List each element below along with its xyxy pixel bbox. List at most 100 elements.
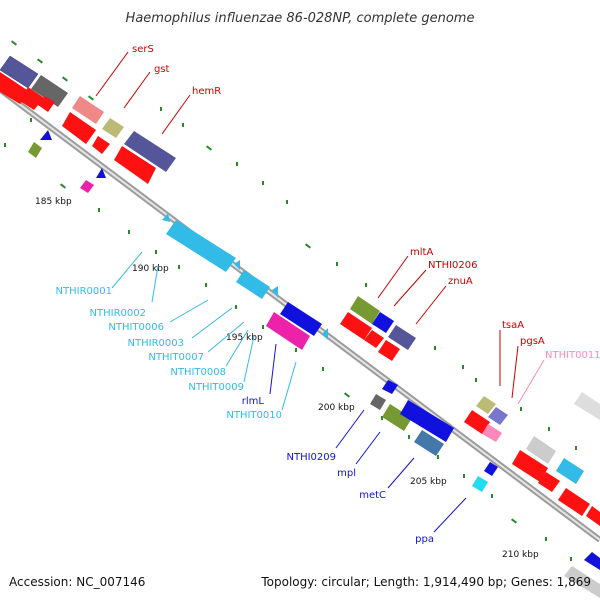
gene-arrow [378,340,400,361]
leader-line [517,359,545,405]
label-NTHIT0009: NTHIT0009 [188,382,244,393]
leader-line [335,409,365,449]
label-rlmL: rlmL [242,396,265,407]
tick-mark [305,243,311,249]
tick-mark [235,305,237,309]
leader-line [225,329,249,367]
label-tsaA: tsaA [502,320,524,331]
label-NTHIT0011: NTHIT0011 [545,350,600,361]
gene-arrow [92,136,110,154]
label-mpl: mpl [337,468,356,479]
gene-arrow [564,566,600,598]
gene-arrow [234,260,240,270]
gene-arrow [464,410,490,434]
gene-arrow [31,75,68,107]
tick-mark [295,348,297,352]
leader-line [377,255,409,299]
tick-mark [344,392,350,398]
tick-marks [4,40,577,561]
gene-arrow [40,130,52,140]
tick-mark [408,435,410,439]
gene-arrow [584,552,600,570]
tick-mark [262,181,264,185]
position-ticks: 185 kbp 190 kbp 195 kbp 200 kbp 205 kbp … [35,197,539,560]
label-metC: metC [359,490,386,501]
tick-mark [336,262,338,266]
tick-label: 195 kbp [226,333,263,343]
leader-line [161,94,191,135]
leader-line [415,285,447,325]
gene-arrow [272,286,278,298]
tick-mark [286,200,288,204]
gene-arrow [484,462,498,476]
label-hemR: hemR [192,86,221,97]
leader-line [269,343,277,395]
gene-arrow [322,328,328,340]
leader-line [387,457,415,489]
map-title: Haemophilus influenzae 86-028NP, complet… [126,11,475,26]
gene-arrow [400,400,454,442]
label-NTHI0206: NTHI0206 [428,260,478,271]
label-ppa: ppa [415,534,434,545]
leader-line [511,345,519,399]
gene-arrow [72,96,104,124]
tick-mark [475,378,477,382]
gene-arrow [382,404,412,431]
leader-line [169,299,209,323]
tick-mark [160,107,162,111]
gene-arrow [388,325,416,350]
gene-arrow [266,312,310,350]
leader-lines [95,51,545,533]
gene-arrow [370,394,386,410]
gene-arrow [102,118,124,138]
tick-label: 200 kbp [318,403,355,413]
leader-line [191,307,233,339]
tick-mark [37,58,43,64]
tick-mark [520,407,522,411]
gene-arrow [96,168,106,178]
tick-mark [462,365,464,369]
leader-line [111,251,143,289]
label-NTHIT0008: NTHIT0008 [170,367,226,378]
tick-label: 205 kbp [410,477,447,487]
gene-arrow [340,312,372,340]
gene-arrow [166,220,236,272]
tick-mark [570,557,572,561]
gene-arrow [382,380,398,394]
tick-mark [365,283,367,287]
gene-arrow [0,72,30,104]
tick-mark [178,265,180,269]
leader-line [393,269,427,307]
gene-arrow [28,142,42,158]
gene-labels: serS gst hemR NTHIR0001 NTHIR0002 NTHIT0… [56,44,600,545]
label-NTHIT0007: NTHIT0007 [148,352,204,363]
label-NTHIR0002: NTHIR0002 [90,308,146,319]
tick-label: 210 kbp [502,550,539,560]
forward-features [0,55,600,526]
label-NTHIT0006: NTHIT0006 [108,322,164,333]
tick-mark [60,183,66,189]
tick-mark [575,446,577,450]
label-NTHIR0001: NTHIR0001 [56,286,112,297]
tick-mark [437,455,439,459]
tick-mark [262,325,264,329]
gene-arrow [236,270,270,299]
gene-arrow [62,112,96,144]
gene-arrow [482,424,502,442]
leader-line [243,335,255,383]
tick-mark [545,537,547,541]
gene-arrow [124,131,176,172]
tick-mark [434,346,436,350]
gene-arrow [488,407,508,425]
gene-arrow [350,296,380,324]
tick-mark [182,123,184,127]
gene-arrow [20,87,44,110]
tick-mark [322,367,324,371]
leader-line [355,431,381,465]
label-NTHI0209: NTHI0209 [286,452,336,463]
gene-arrow [574,392,600,420]
gene-arrow [80,180,94,193]
gene-arrow [414,430,444,456]
label-serS: serS [132,44,154,55]
